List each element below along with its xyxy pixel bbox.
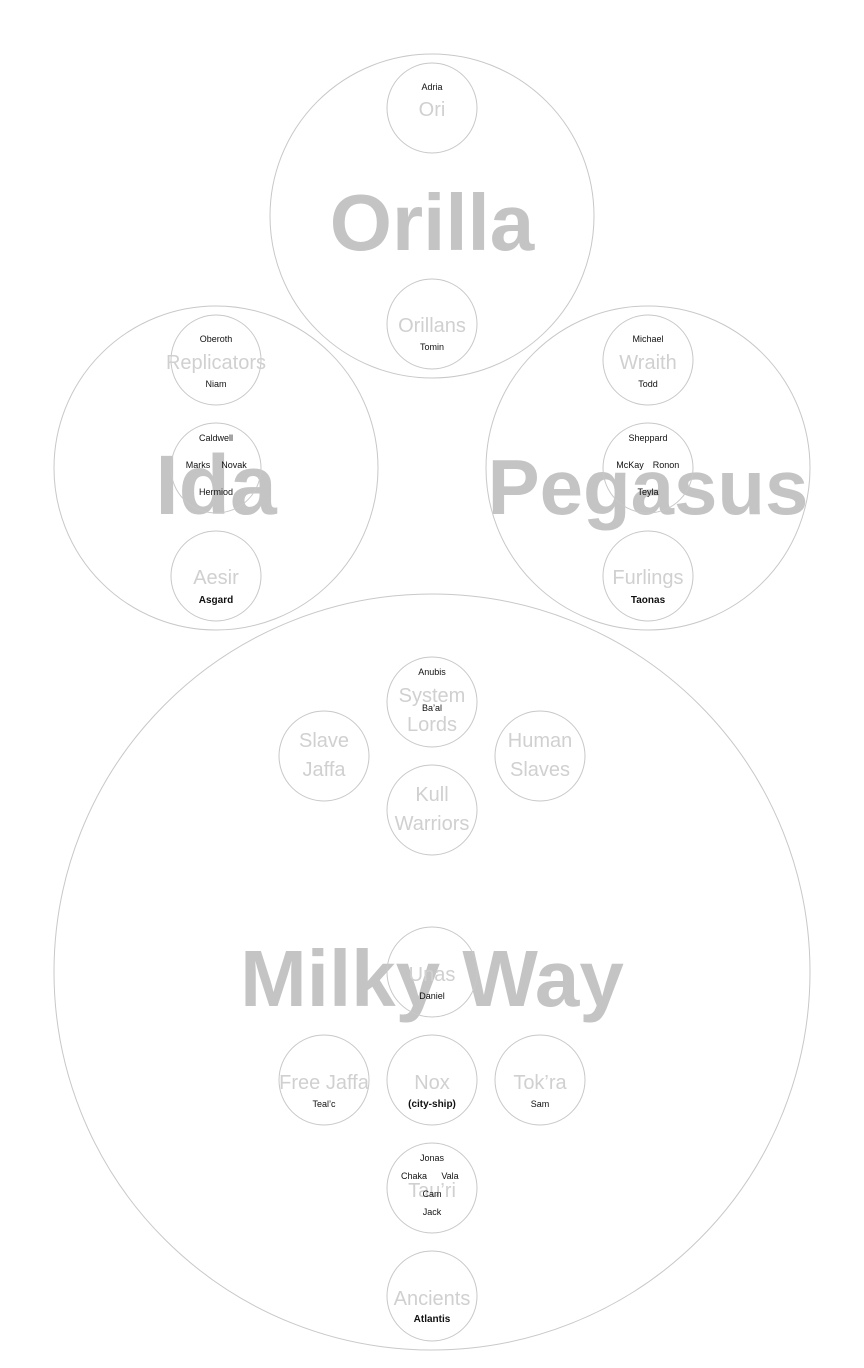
slave-jaffa-group-label-line-2: Jaffa: [303, 759, 347, 781]
system-lords-group-label-line-1: System: [399, 685, 466, 707]
free-jaffa-group-label: Free Jaffa: [279, 1072, 370, 1094]
system-lords-group-label-line-2: Lords: [407, 714, 457, 736]
atlantis-name: Atlantis: [414, 1314, 451, 1325]
aesir-group-label: Aesir: [193, 567, 239, 589]
tauri-group-label: Tau’ri: [408, 1180, 456, 1202]
unas-group-circle: [386, 926, 478, 1018]
wraith-group-label: Wraith: [619, 352, 676, 374]
ori-group-label: Ori: [419, 99, 446, 121]
pegasus-galaxy-label: Pegasus: [488, 443, 809, 531]
oberoth-name: Oberoth: [200, 334, 233, 344]
orillans-group-circle: [386, 278, 478, 370]
tokra-group-circle: [494, 1034, 586, 1126]
ronon-name: Ronon: [653, 460, 680, 470]
unas-group-label: Unas: [409, 964, 456, 986]
adria-name: Adria: [421, 82, 442, 92]
ori-group-circle: [386, 62, 478, 154]
marks-name: Marks: [186, 460, 211, 470]
jack-name: Jack: [423, 1207, 442, 1217]
tauri-group-circle: [386, 1142, 478, 1234]
system-lords-group-circle: [386, 656, 478, 748]
sheppard-name: Sheppard: [628, 433, 667, 443]
teyla-name: Teyla: [637, 487, 658, 497]
free-jaffa-group-circle: [278, 1034, 370, 1126]
chaka-name: Chaka: [401, 1171, 427, 1181]
nox-group-label: Nox: [414, 1072, 450, 1094]
pegasus-crew-group-circle: [602, 422, 694, 514]
daniel-name: Daniel: [419, 991, 445, 1001]
anubis-name: Anubis: [418, 667, 446, 677]
wraith-group-circle: [602, 314, 694, 406]
furlings-group-label: Furlings: [612, 567, 683, 589]
kull-warriors-group-label-line-1: Kull: [415, 784, 448, 806]
niam-name: Niam: [205, 379, 226, 389]
michael-name: Michael: [632, 334, 663, 344]
taonas-name: Taonas: [631, 595, 666, 606]
ida-crew-group-circle: [170, 422, 262, 514]
hermiod-name: Hermiod: [199, 487, 233, 497]
orilla-galaxy-label: Orilla: [330, 178, 535, 267]
todd-name: Todd: [638, 379, 658, 389]
baal-name: Ba’al: [422, 703, 442, 713]
orilla-galaxy-circle: [269, 53, 595, 379]
ida-galaxy-circle: [53, 305, 379, 631]
novak-name: Novak: [221, 460, 247, 470]
ancients-group-circle: [386, 1250, 478, 1342]
slave-jaffa-group-label-line-1: Slave: [299, 730, 349, 752]
tomin-name: Tomin: [420, 342, 444, 352]
orillans-group-label: Orillans: [398, 315, 466, 337]
milky-way-galaxy-circle: [53, 593, 811, 1351]
asgard-name: Asgard: [199, 595, 233, 606]
kull-warriors-group-label-line-2: Warriors: [395, 813, 470, 835]
nox-group-circle: [386, 1034, 478, 1126]
tokra-group-label: Tok’ra: [513, 1072, 567, 1094]
furlings-group-circle: [602, 530, 694, 622]
jonas-name: Jonas: [420, 1153, 445, 1163]
aesir-group-circle: [170, 530, 262, 622]
tealc-name: Teal’c: [312, 1099, 336, 1109]
sam-name: Sam: [531, 1099, 550, 1109]
mckay-name: McKay: [616, 460, 644, 470]
kull-warriors-group-circle: [386, 764, 478, 856]
replicators-group-label: Replicators: [166, 352, 266, 374]
replicators-group-circle: [170, 314, 262, 406]
ancients-group-label: Ancients: [394, 1288, 471, 1310]
city-ship-name: (city-ship): [408, 1099, 456, 1110]
cam-name: Cam: [422, 1189, 441, 1199]
caldwell-name: Caldwell: [199, 433, 233, 443]
vala-name: Vala: [441, 1171, 458, 1181]
human-slaves-group-label-line-2: Slaves: [510, 759, 570, 781]
slave-jaffa-group-circle: [278, 710, 370, 802]
pegasus-galaxy-circle: [485, 305, 811, 631]
human-slaves-group-label-line-1: Human: [508, 730, 572, 752]
human-slaves-group-circle: [494, 710, 586, 802]
milky-way-galaxy-label: Milky Way: [240, 934, 624, 1023]
